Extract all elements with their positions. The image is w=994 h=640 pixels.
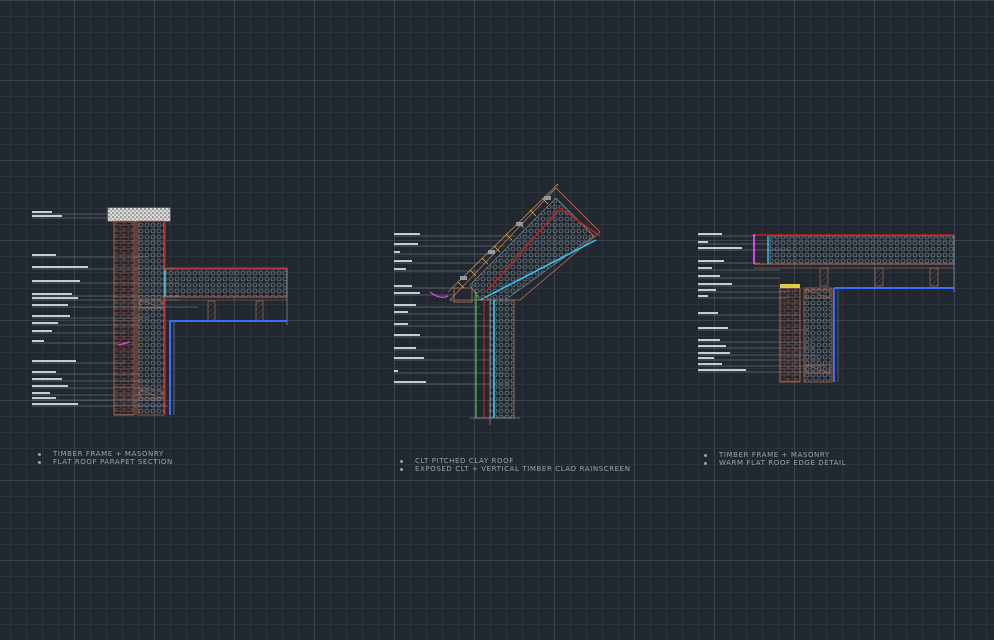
caption-line: WARM FLAT ROOF EDGE DETAIL: [719, 459, 847, 467]
detail-3-caption: TIMBER FRAME + MASONRY WARM FLAT ROOF ED…: [704, 451, 846, 467]
bullet-icon: [38, 460, 41, 464]
detail-1-parapet-section: [32, 207, 288, 416]
caption-line: TIMBER FRAME + MASONRY: [719, 451, 830, 459]
bullet-icon: [704, 453, 707, 457]
caption-line: FLAT ROOF PARAPET SECTION: [53, 458, 173, 466]
bullet-icon: [400, 467, 403, 471]
bullet-icon: [400, 459, 403, 463]
detail-1-caption: TIMBER FRAME + MASONRY FLAT ROOF PARAPET…: [38, 450, 173, 466]
detail-3-flat-roof-edge: [698, 233, 955, 383]
bullet-icon: [38, 452, 41, 456]
caption-line: TIMBER FRAME + MASONRY: [53, 450, 164, 458]
bullet-icon: [704, 461, 707, 465]
detail-2-caption: CLT PITCHED CLAY ROOF EXPOSED CLT + VERT…: [400, 457, 631, 473]
caption-line: CLT PITCHED CLAY ROOF: [415, 457, 514, 465]
caption-line: EXPOSED CLT + VERTICAL TIMBER CLAD RAINS…: [415, 465, 631, 473]
detail-2-pitched-roof: [394, 183, 601, 425]
